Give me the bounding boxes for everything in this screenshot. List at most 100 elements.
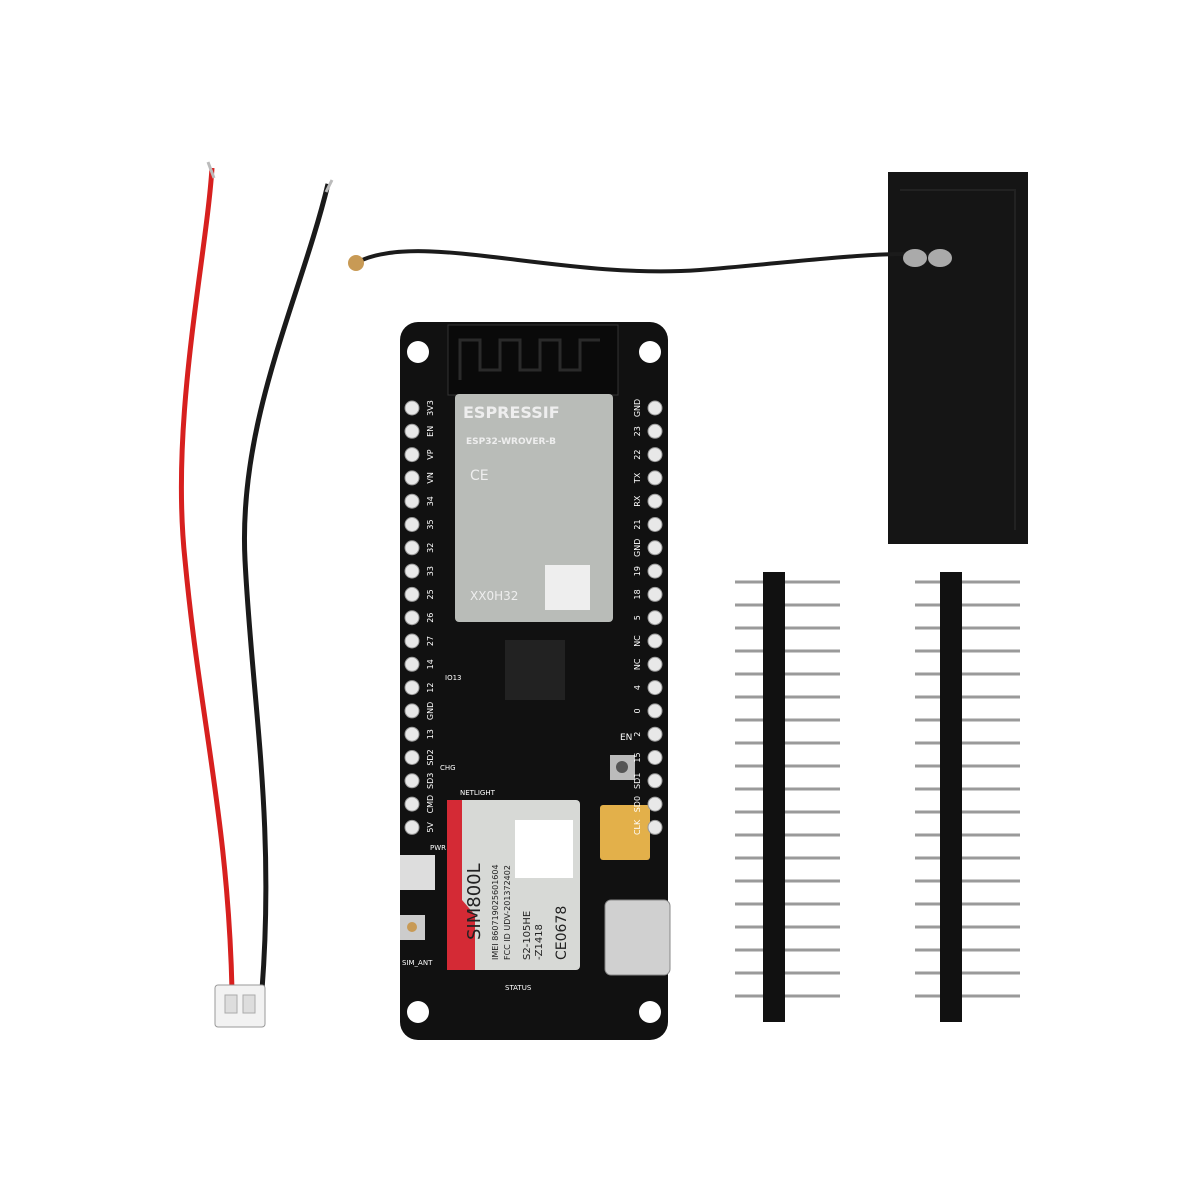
red-wire (178, 161, 235, 991)
label-pwr: PWR (430, 844, 446, 852)
pin-label: 32 (426, 543, 435, 553)
pin-label: 0 (633, 708, 642, 713)
pin-hole (404, 610, 420, 626)
pin-label: 3V3 (426, 400, 435, 416)
pin-hole (647, 633, 663, 649)
sim-fcc: FCC ID UDV-201372402 (503, 865, 512, 960)
pin-hole (404, 633, 420, 649)
pin-label: SD1 (633, 773, 642, 789)
pin-label: 2 (633, 732, 642, 737)
esp-brand: ESPRESSIF (463, 403, 560, 422)
pin-label: 18 (633, 589, 642, 599)
pin-hole (647, 750, 663, 765)
pin-hole (647, 470, 663, 486)
pin-hole (647, 447, 663, 463)
sim-model: SIM800L (464, 863, 485, 940)
pin-label: SD0 (633, 796, 642, 812)
label-chg: CHG (440, 764, 456, 772)
header-plastic (940, 572, 962, 1022)
pin-label: 15 (633, 752, 642, 762)
pin-label: NC (633, 658, 642, 670)
pin-label: SD2 (426, 749, 435, 765)
pin-label: EN (426, 426, 435, 437)
label-io13: IO13 (445, 674, 461, 682)
label-sim-ant: SIM_ANT (402, 959, 433, 967)
pin-hole (647, 703, 663, 719)
pin-hole (404, 819, 420, 835)
ce-mark: CE (470, 468, 489, 484)
pin-label: 19 (633, 566, 642, 576)
power-switch (400, 855, 435, 890)
label-netlight: NETLIGHT (460, 789, 496, 797)
pin-label: TX (633, 472, 642, 484)
pin-hole (647, 423, 663, 439)
pin-label: GND (633, 539, 642, 557)
ufl-connector (348, 255, 364, 271)
pin-hole (404, 773, 420, 789)
black-wire (241, 179, 334, 991)
pin-label: GND (426, 702, 435, 720)
sim-s2: S2-105HE (522, 911, 533, 960)
sim-ce: CE0678 (554, 906, 570, 960)
pin-label: 22 (633, 450, 642, 460)
pin-hole (404, 680, 420, 696)
pin-header-strip (735, 572, 840, 1022)
pin-label: VN (426, 472, 435, 483)
pin-hole (404, 447, 420, 463)
sim-imei: IMEI 860719025601604 (491, 864, 500, 960)
pin-hole (647, 540, 663, 556)
pin-hole (404, 726, 420, 742)
antenna (348, 172, 1028, 544)
pin-hole (647, 819, 663, 835)
pin-header-strip (915, 572, 1020, 1022)
pin-hole (404, 750, 420, 765)
pin-hole (647, 586, 663, 602)
pin-hole (404, 656, 420, 672)
pin-label: 12 (426, 683, 435, 693)
esp-qr-code (545, 565, 590, 610)
pin-hole (647, 493, 663, 509)
pin-hole (647, 773, 663, 789)
sim-qr-code (515, 820, 573, 878)
pin-label: CLK (633, 819, 642, 835)
pin-hole (404, 470, 420, 486)
pin-headers (735, 572, 1020, 1022)
pin-hole (404, 493, 420, 509)
label-en: EN (620, 733, 632, 743)
pin-hole (404, 563, 420, 579)
pin-hole (404, 517, 420, 532)
pin-label: GND (633, 399, 642, 417)
pin-label: NC (633, 635, 642, 647)
usb-uart-chip (505, 640, 565, 700)
pin-hole (404, 423, 420, 439)
pin-hole (647, 610, 663, 626)
pin-hole (647, 400, 663, 416)
pin-label: 34 (426, 496, 435, 506)
pin-label: 13 (426, 729, 435, 739)
pin-hole (647, 680, 663, 696)
pin-label: 21 (633, 519, 642, 529)
pin-label: 25 (426, 589, 435, 599)
pin-hole (647, 796, 663, 812)
pin-label: 4 (633, 685, 642, 690)
pin-hole (404, 400, 420, 416)
pin-label: 27 (426, 636, 435, 646)
pin-hole (404, 796, 420, 812)
board-pin-holes: 3V3ENVPVN343532332526271412GND13SD2SD3CM… (404, 399, 663, 835)
esp-model: ESP32-WROVER-B (466, 437, 556, 447)
esp-code: XX0H32 (470, 589, 518, 603)
antenna-area (447, 324, 619, 396)
pin-label: SD3 (426, 773, 435, 789)
pin-hole (647, 656, 663, 672)
pin-label: 35 (426, 519, 435, 529)
pin-label: RX (633, 495, 642, 507)
pin-label: VP (426, 449, 435, 459)
sim-z: -Z1418 (534, 924, 545, 960)
pin-hole (647, 563, 663, 579)
pin-hole (404, 586, 420, 602)
tantalum-capacitor (600, 805, 650, 860)
pin-label: 14 (426, 659, 435, 669)
pin-label: 5 (633, 615, 642, 620)
